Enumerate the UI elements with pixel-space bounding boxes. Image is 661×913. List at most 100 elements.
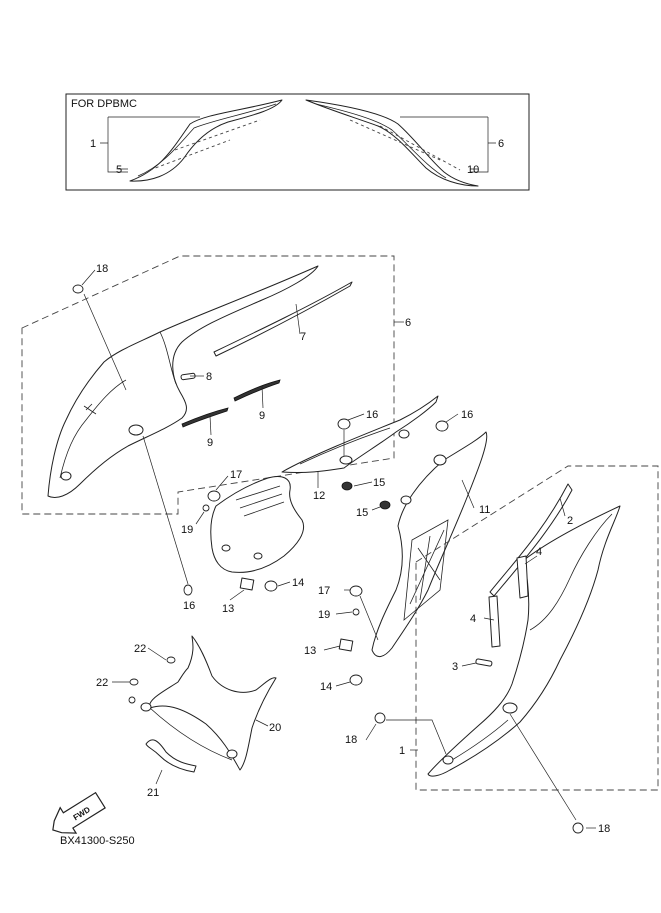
collar-19-left bbox=[202, 504, 210, 512]
strip-9-lower bbox=[181, 407, 229, 428]
under-cover-20 bbox=[140, 635, 277, 771]
clip-22-lower-b bbox=[128, 696, 136, 704]
strip-21 bbox=[145, 739, 197, 773]
callout-9-upper: 9 bbox=[259, 410, 265, 422]
panel-12-line bbox=[299, 427, 391, 465]
inset-bracket-left-ticks bbox=[100, 142, 128, 170]
cowl-6-body bbox=[47, 265, 319, 498]
callout-4-upper: 4 bbox=[536, 546, 542, 558]
inset-decal-left-line bbox=[137, 103, 277, 177]
cowl-1-grommet bbox=[502, 702, 518, 714]
cowl-6-grommet bbox=[128, 424, 144, 436]
callout-labels: 18 6 7 8 9 9 16 16 12 15 15 11 17 19 14 … bbox=[96, 263, 610, 835]
group-outline-1 bbox=[415, 465, 659, 791]
panel-12-body bbox=[281, 395, 439, 473]
screw-17-left bbox=[207, 490, 221, 502]
inner-bracket-left bbox=[210, 476, 304, 573]
cover-20-edge bbox=[149, 707, 233, 761]
frame-11-mount bbox=[433, 454, 447, 466]
strip-9-upper bbox=[233, 379, 281, 402]
bracket-left-hole-a bbox=[221, 544, 231, 552]
clip-22-upper bbox=[166, 656, 176, 664]
inset-label-1: 1 bbox=[90, 138, 96, 150]
inset-label-6: 6 bbox=[498, 138, 504, 150]
cowl-1-edge bbox=[451, 719, 509, 761]
callout-21: 21 bbox=[147, 787, 159, 799]
screw-17-right bbox=[349, 585, 363, 597]
inset-decal-left-dash bbox=[149, 119, 261, 171]
inset-bracket-right bbox=[400, 116, 489, 173]
callout-8: 8 bbox=[206, 371, 212, 383]
clip-3 bbox=[475, 658, 493, 667]
bracket-left-vents bbox=[235, 485, 285, 517]
callout-15-upper: 15 bbox=[373, 477, 385, 489]
inset-frame bbox=[65, 93, 530, 191]
cowl-6-edge bbox=[59, 379, 127, 479]
clip-22-lower bbox=[129, 678, 139, 686]
callout-14-left: 14 bbox=[292, 577, 304, 589]
callout-13-right: 13 bbox=[304, 645, 316, 657]
callout-22-upper: 22 bbox=[134, 643, 146, 655]
leader-lines bbox=[81, 269, 596, 829]
nut-15-a bbox=[341, 481, 353, 491]
callout-19-left: 19 bbox=[181, 524, 193, 536]
callout-17-left: 17 bbox=[230, 469, 242, 481]
inset-decal-right-line bbox=[315, 103, 447, 179]
callout-16-right: 16 bbox=[461, 409, 473, 421]
bracket-left-hole-b bbox=[253, 552, 263, 560]
inset-decal-right-dash bbox=[349, 119, 461, 171]
cover-20-hole-b bbox=[226, 749, 238, 759]
side-cowl-right bbox=[427, 505, 621, 777]
callout-20: 20 bbox=[269, 722, 281, 734]
callout-9-lower: 9 bbox=[207, 437, 213, 449]
callout-19-right: 19 bbox=[318, 609, 330, 621]
cover-20-hole-a bbox=[140, 702, 152, 712]
callout-17-right: 17 bbox=[318, 585, 330, 597]
bolt-16-left bbox=[183, 584, 193, 596]
bolt-18-bottom bbox=[572, 822, 584, 834]
frame-11-body bbox=[371, 431, 488, 657]
callout-11: 11 bbox=[479, 504, 490, 516]
callout-14-right: 14 bbox=[320, 681, 332, 693]
callout-18-top: 18 bbox=[96, 263, 108, 275]
panel-12-hole-a bbox=[339, 455, 353, 465]
callout-2: 2 bbox=[567, 515, 573, 527]
callout-4-lower: 4 bbox=[470, 613, 476, 625]
inset-label-10: 10 bbox=[467, 164, 479, 176]
bracket-left-body bbox=[210, 476, 304, 573]
cowl-1-body bbox=[427, 505, 621, 777]
inset-bracket-left bbox=[107, 116, 200, 173]
callout-6: 6 bbox=[405, 317, 411, 329]
inner-panel-12 bbox=[281, 395, 439, 473]
strip-4-upper bbox=[516, 555, 529, 599]
callout-12: 12 bbox=[313, 490, 325, 502]
grommet-14-left bbox=[264, 580, 278, 592]
callout-22-lower: 22 bbox=[96, 677, 108, 689]
decal-7 bbox=[213, 281, 353, 357]
callout-1: 1 bbox=[399, 745, 405, 757]
collar-19-right bbox=[352, 608, 360, 616]
nut-13-left bbox=[239, 577, 255, 591]
callout-16-mid: 16 bbox=[366, 409, 378, 421]
cowl-6-crease bbox=[159, 331, 177, 385]
clip-8 bbox=[180, 372, 196, 381]
fwd-arrow-icon: FWD bbox=[52, 791, 106, 834]
cowl-1-crease bbox=[529, 513, 613, 631]
cowl-6-tab bbox=[83, 403, 97, 415]
callout-16-left: 16 bbox=[183, 600, 195, 612]
inset-bracket-right-ticks bbox=[470, 142, 496, 170]
side-cowl-left bbox=[47, 265, 319, 498]
frame-11-window bbox=[403, 519, 449, 621]
nut-13-right bbox=[338, 638, 354, 652]
cowl-1-hole bbox=[442, 755, 454, 765]
inset-title: FOR DPBMC bbox=[71, 98, 137, 110]
panel-12-hole-b bbox=[398, 429, 410, 439]
nut-15-b bbox=[379, 500, 391, 510]
bolt-18-right bbox=[374, 712, 386, 724]
bolt-16-right bbox=[435, 420, 449, 432]
cover-20-body bbox=[149, 635, 277, 771]
callout-18-bottom: 18 bbox=[598, 823, 610, 835]
diagram-code: BX41300-S250 bbox=[60, 835, 135, 847]
callout-15-lower: 15 bbox=[356, 507, 368, 519]
